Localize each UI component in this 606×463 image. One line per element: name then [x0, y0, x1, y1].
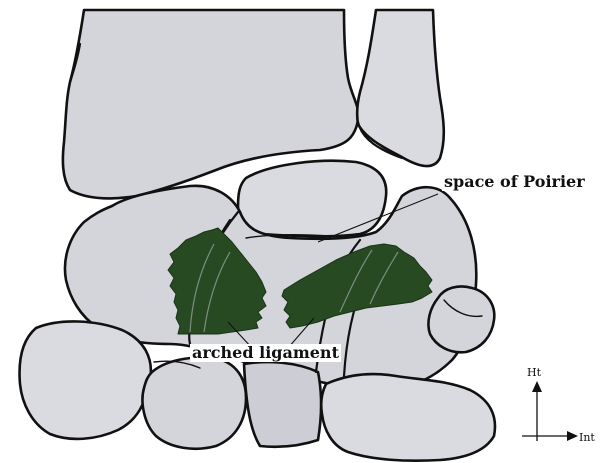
trapezium-bone: [20, 321, 151, 439]
capitate-base: [244, 362, 321, 447]
pisiform-bone: [428, 286, 494, 352]
lunate-bone: [238, 161, 386, 237]
trapezoid-bone: [143, 358, 247, 449]
axis-label-vertical: Ht: [527, 367, 541, 378]
arched-ligament-label: arched ligament: [190, 344, 341, 362]
right-arrow-icon: [567, 431, 578, 441]
hamate-base: [321, 374, 495, 461]
space-of-poirier-label: space of Poirier: [442, 173, 587, 191]
orientation-indicator: [522, 381, 578, 441]
axis-label-horizontal: Int: [579, 432, 595, 443]
up-arrow-icon: [532, 381, 542, 392]
